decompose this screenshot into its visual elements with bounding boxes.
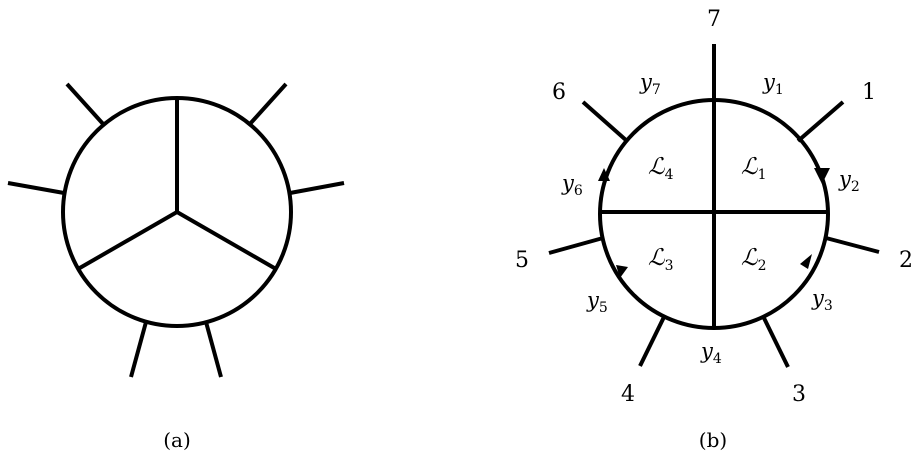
diagram-b-edge-label-y7: y7 (639, 70, 661, 98)
diagram-a-spoke-right (176, 210, 277, 271)
diagram-b-leg-1 (796, 100, 845, 143)
diagram-a-leg-left (7, 181, 65, 195)
diagram-a-leg-upper-right (247, 82, 288, 127)
diagram-a-leg-right (289, 181, 345, 195)
diagram-b-caption: (b) (699, 428, 727, 452)
diagram-a-spoke-left (77, 210, 178, 271)
diagram-a: (a) (7, 82, 345, 452)
diagram-b-leg-label-4: 4 (621, 382, 635, 407)
diagram-b-arrow-y6 (598, 168, 610, 181)
diagram-b-edge-label-y6: y6 (561, 171, 583, 199)
diagram-b-arrow-y3 (800, 254, 812, 269)
diagram-b-loop-label-L1: ℒ1 (741, 154, 767, 183)
diagram-b: 7 1 6 2 5 3 4 y7 y1 y6 y2 y5 y3 y4 ℒ4 ℒ1… (515, 7, 913, 452)
diagram-b-leg-label-3: 3 (792, 382, 806, 407)
diagram-a-leg-bottom-right (204, 321, 223, 378)
diagram-b-loop-label-L2: ℒ2 (741, 245, 767, 274)
diagram-b-leg-5 (548, 236, 604, 255)
diagram-b-edge-label-y2: y2 (838, 167, 860, 195)
diagram-b-leg-label-1: 1 (862, 80, 876, 105)
diagram-a-leg-bottom-left (129, 321, 148, 378)
diagram-b-edge-label-y4: y4 (700, 339, 722, 367)
diagram-b-loop-label-L4: ℒ4 (648, 154, 674, 183)
diagram-b-edge-label-y1: y1 (762, 70, 784, 98)
diagram-b-arrow-y5 (616, 265, 628, 278)
diagram-b-edge-label-y3: y3 (811, 286, 833, 314)
diagram-b-leg-label-6: 6 (552, 80, 566, 105)
diagram-b-leg-2 (825, 236, 880, 254)
diagram-b-leg-label-2: 2 (899, 248, 913, 273)
diagram-a-caption: (a) (163, 428, 191, 452)
diagram-a-leg-upper-left (65, 82, 106, 127)
diagram-b-leg-label-7: 7 (707, 7, 721, 32)
diagram-b-leg-4 (638, 316, 666, 367)
diagram-b-leg-3 (761, 315, 790, 368)
diagram-b-leg-6 (581, 100, 629, 143)
diagram-b-arrow-y2 (814, 168, 830, 184)
diagram-b-leg-label-5: 5 (515, 248, 529, 273)
diagram-b-edge-label-y5: y5 (586, 288, 608, 316)
diagram-b-loop-label-L3: ℒ3 (648, 245, 674, 274)
